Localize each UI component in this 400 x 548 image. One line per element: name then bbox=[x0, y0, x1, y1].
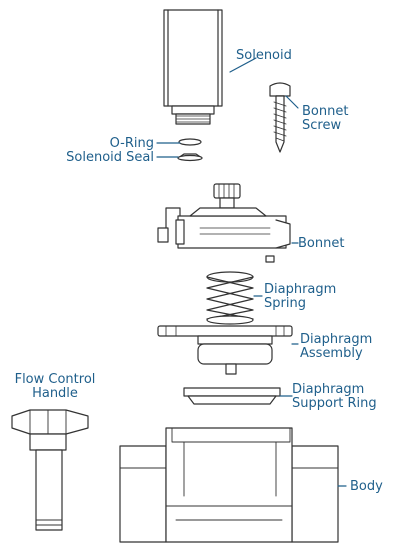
label-body: Body bbox=[350, 479, 383, 494]
diaphragm-support-ring-part bbox=[183, 387, 281, 405]
solenoid-part bbox=[163, 9, 223, 125]
label-o-ring: O-Ring bbox=[109, 136, 154, 151]
flow-control-handle-part bbox=[11, 409, 89, 531]
label-diaphragm-support-ring-line2: Support Ring bbox=[292, 396, 377, 411]
label-flow-control-handle-line2: Handle bbox=[32, 386, 78, 401]
label-solenoid-seal: Solenoid Seal bbox=[66, 150, 154, 165]
leader-lines bbox=[156, 57, 347, 487]
label-diaphragm-spring-line2: Spring bbox=[264, 296, 306, 311]
bonnet-screw-part bbox=[269, 82, 291, 153]
label-diaphragm-assembly-line2: Assembly bbox=[300, 346, 363, 361]
label-diaphragm-spring-line1: Diaphragm bbox=[264, 282, 337, 297]
solenoid-seal-part bbox=[177, 153, 203, 162]
label-solenoid: Solenoid bbox=[236, 48, 292, 63]
label-diaphragm-support-ring-line1: Diaphragm bbox=[292, 382, 365, 397]
o-ring-part bbox=[178, 138, 202, 146]
valve-body-part bbox=[119, 427, 339, 543]
diaphragm-assembly-part bbox=[157, 325, 293, 375]
bonnet-part bbox=[157, 183, 291, 263]
label-flow-control-handle-line1: Flow Control bbox=[14, 372, 96, 387]
leader-bonnet-screw bbox=[285, 95, 299, 109]
label-bonnet: Bonnet bbox=[298, 236, 345, 251]
diaphragm-spring-part bbox=[206, 271, 254, 325]
leader-solenoid bbox=[229, 57, 257, 73]
label-bonnet-screw-line2: Screw bbox=[302, 118, 342, 133]
label-diaphragm-assembly-line1: Diaphragm bbox=[300, 332, 373, 347]
label-bonnet-screw-line1: Bonnet bbox=[302, 104, 349, 119]
